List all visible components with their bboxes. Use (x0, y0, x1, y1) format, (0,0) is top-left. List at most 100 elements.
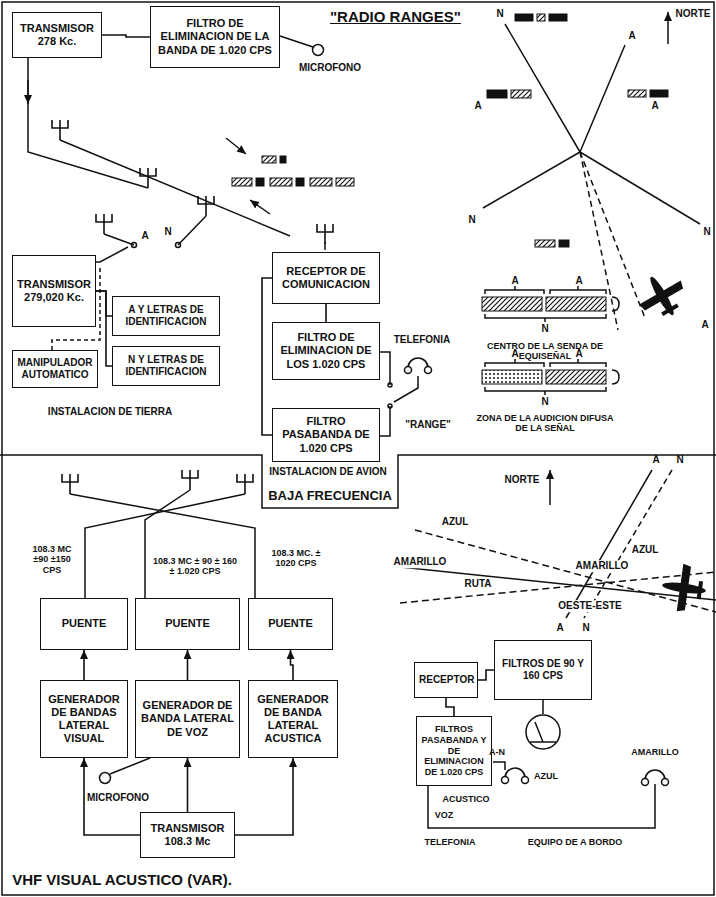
line-art (485, 387, 606, 395)
connector (235, 758, 293, 835)
line-art (85, 494, 245, 598)
box-text: FILTRO DE ELIMINACION DE LOS 1.020 CPS (277, 331, 375, 371)
label-text: TELEFONIA (425, 837, 476, 847)
line-art (559, 240, 569, 247)
label-text: VOZ (435, 810, 454, 820)
label-text: N (703, 226, 710, 238)
label-text: MICROFONO (299, 62, 361, 74)
label-text: AZUL (534, 771, 558, 781)
line-art (530, 722, 556, 742)
process-box: GENERADOR DE BANDAS LATERAL VISUAL (40, 680, 128, 758)
box-text: GENERADOR DE BANDAS LATERAL VISUAL (45, 693, 123, 746)
box-text: GENERADOR DE BANDA LATERAL ACUSTICA (253, 693, 333, 746)
label-text: N (468, 214, 475, 226)
line-art (542, 700, 544, 714)
box-text: RECEPTOR DE COMUNICACION (277, 265, 375, 291)
process-box: GENERADOR DE BANDA LATERAL ACUSTICA (248, 680, 338, 758)
line-art (232, 14, 668, 384)
label-text: A (511, 275, 518, 287)
box-text: GENERADOR DE BANDA LATERAL DE VOZ (140, 699, 235, 739)
connector (83, 650, 85, 680)
line-art (62, 474, 78, 494)
label-text: ZONA DE LA AUDICION DIFUSA DE LA SEÑAL (470, 413, 620, 434)
label-text: INSTALACION DE TIERRA (48, 406, 172, 418)
label-text: AMARILLO (574, 560, 631, 572)
label-text: AMARILLO (392, 556, 449, 568)
process-box: TRANSMISOR 278 Kc. (12, 12, 102, 58)
connector (262, 278, 272, 435)
line-art (70, 494, 255, 598)
line-art (549, 14, 567, 21)
connector (446, 698, 454, 716)
connector (187, 650, 189, 680)
line-art (400, 530, 716, 612)
box-text: PUENTE (45, 617, 123, 630)
label-text: A (511, 348, 518, 360)
line-art (226, 138, 246, 154)
line-art (650, 90, 668, 97)
label-text: NORTE (676, 8, 711, 20)
line-art (584, 470, 672, 618)
connector (102, 35, 150, 37)
process-box: FILTRO PASABANDA DE 1.020 CPS (272, 408, 380, 462)
box-text: RECEPTOR (419, 674, 473, 686)
line-art (256, 178, 264, 186)
line-art (667, 12, 669, 44)
label-text: 108.3 MC ± 90 ± 160 ± 1.020 CPS (152, 556, 238, 577)
line-art (515, 14, 533, 21)
line-art (145, 490, 190, 598)
process-box: GENERADOR DE BANDA LATERAL DE VOZ (135, 680, 240, 758)
box-text: FILTROS DE 90 Y 160 CPS (499, 658, 587, 682)
label-text: ACUSTICO (443, 794, 490, 804)
line-art (388, 404, 392, 408)
box-text: PUENTE (140, 617, 235, 630)
line-art (482, 370, 542, 384)
line-art (280, 36, 313, 47)
label-text: N (541, 323, 548, 335)
line-art (388, 383, 392, 387)
label-text: A (556, 622, 563, 634)
label-text: CENTRO DE LA SENDA DE EQUISEÑAL (470, 341, 620, 362)
label-text: N (164, 226, 171, 238)
line-art (642, 770, 669, 786)
line-art (250, 200, 270, 214)
box-text: TRANSMISOR 278 Kc. (17, 22, 97, 48)
box-text: TRANSMISOR 279,020 Kc. (17, 278, 91, 304)
label-text: VHF VISUAL ACUSTICO (VAR). (12, 871, 232, 888)
line-art (0, 455, 716, 508)
label-text: N (541, 396, 548, 408)
label-text: A (652, 454, 659, 466)
box-text: PUENTE (253, 617, 328, 630)
box-text: TRANSMISOR 108.3 Mc (145, 822, 230, 848)
label-text: A (628, 30, 635, 42)
label-text: A (474, 100, 481, 112)
line-art (96, 247, 128, 262)
label-text: A (141, 230, 148, 242)
process-box: FILTRO DE ELIMINACION DE LOS 1.020 CPS (272, 322, 380, 380)
line-art (104, 234, 134, 245)
process-box: PUENTE (248, 598, 333, 650)
line-art (110, 758, 150, 774)
process-box: TRANSMISOR 108.3 Mc (140, 812, 235, 858)
label-text: N (676, 454, 683, 466)
label-text: AZUL (440, 516, 471, 528)
line-art (537, 14, 545, 21)
line-art (483, 24, 700, 224)
label-text: AMARILLO (631, 747, 679, 757)
line-art (280, 156, 286, 163)
line-art (659, 561, 709, 615)
label-text: TELEFONIA (394, 334, 451, 346)
process-box: FILTROS PASABANDA Y DE ELIMINACION DE 1.… (416, 716, 492, 786)
label-text: A (651, 100, 658, 112)
line-art (96, 214, 112, 234)
process-box: RECEPTOR (414, 662, 478, 698)
line-art (511, 90, 531, 98)
line-art (270, 178, 292, 186)
line-art (502, 768, 529, 784)
line-art (52, 120, 68, 140)
line-art (237, 474, 253, 494)
line-art (336, 178, 354, 186)
process-box: TRANSMISOR 279,020 Kc. (12, 255, 96, 327)
line-art (549, 470, 551, 505)
